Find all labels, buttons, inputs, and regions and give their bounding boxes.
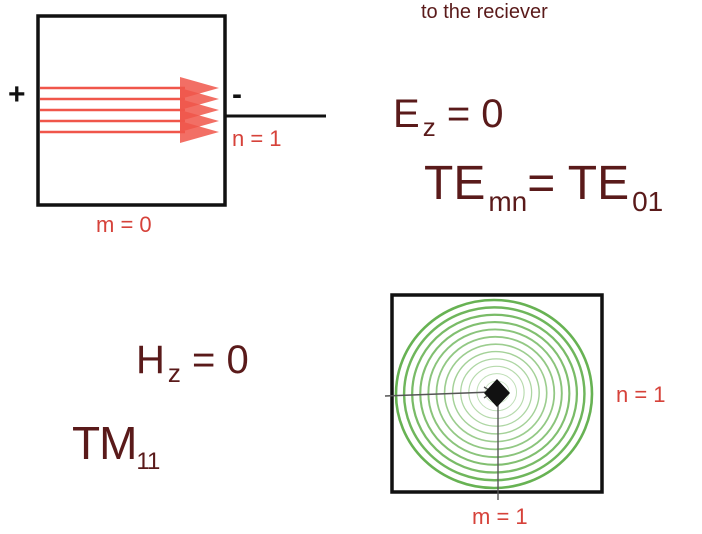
te-equals: = bbox=[527, 157, 556, 210]
center-source-marker bbox=[484, 379, 510, 407]
e-field-arrowhead bbox=[180, 121, 219, 143]
tm-m-label: m = 1 bbox=[472, 504, 528, 529]
h-field-loop bbox=[394, 298, 594, 490]
minus-sign: - bbox=[232, 78, 242, 111]
te-lhs-subscript: mn bbox=[488, 186, 528, 217]
h-field-loop bbox=[411, 313, 579, 474]
n-pointer-line bbox=[384, 391, 493, 397]
te-rhs-subscript: 01 bbox=[632, 186, 664, 217]
tm-n-label: n = 1 bbox=[616, 382, 666, 407]
hz-rest: = 0 bbox=[192, 338, 249, 382]
tm-main: TM bbox=[72, 417, 137, 469]
h-field-loop bbox=[451, 350, 540, 435]
waveguide-cross-section-te bbox=[36, 14, 227, 207]
h-field-loop bbox=[402, 306, 586, 482]
e-field-arrows bbox=[40, 77, 219, 143]
ez-subscript: z bbox=[422, 112, 436, 142]
te-rhs: TE bbox=[567, 157, 630, 210]
te-lhs: TE bbox=[424, 157, 486, 210]
te-m-label: m = 0 bbox=[96, 212, 152, 237]
ez-rest: = 0 bbox=[446, 92, 504, 136]
h-field-loop bbox=[435, 335, 556, 451]
h-field-loop bbox=[427, 328, 563, 459]
waveguide-cross-section-tm bbox=[390, 293, 604, 494]
hz-letter: H bbox=[136, 338, 165, 382]
tm-subscript: 11 bbox=[136, 448, 160, 475]
h-field-loops bbox=[394, 298, 594, 490]
te-n-label: n = 1 bbox=[232, 126, 282, 151]
ez-letter: E bbox=[393, 92, 420, 136]
tm-label: TM11 bbox=[72, 417, 160, 474]
h-field-loop bbox=[419, 321, 571, 466]
h-field-loop bbox=[443, 343, 548, 443]
plus-sign: + bbox=[8, 78, 26, 111]
hz-subscript: z bbox=[167, 358, 181, 388]
caption-text: to the reciever bbox=[421, 1, 548, 23]
